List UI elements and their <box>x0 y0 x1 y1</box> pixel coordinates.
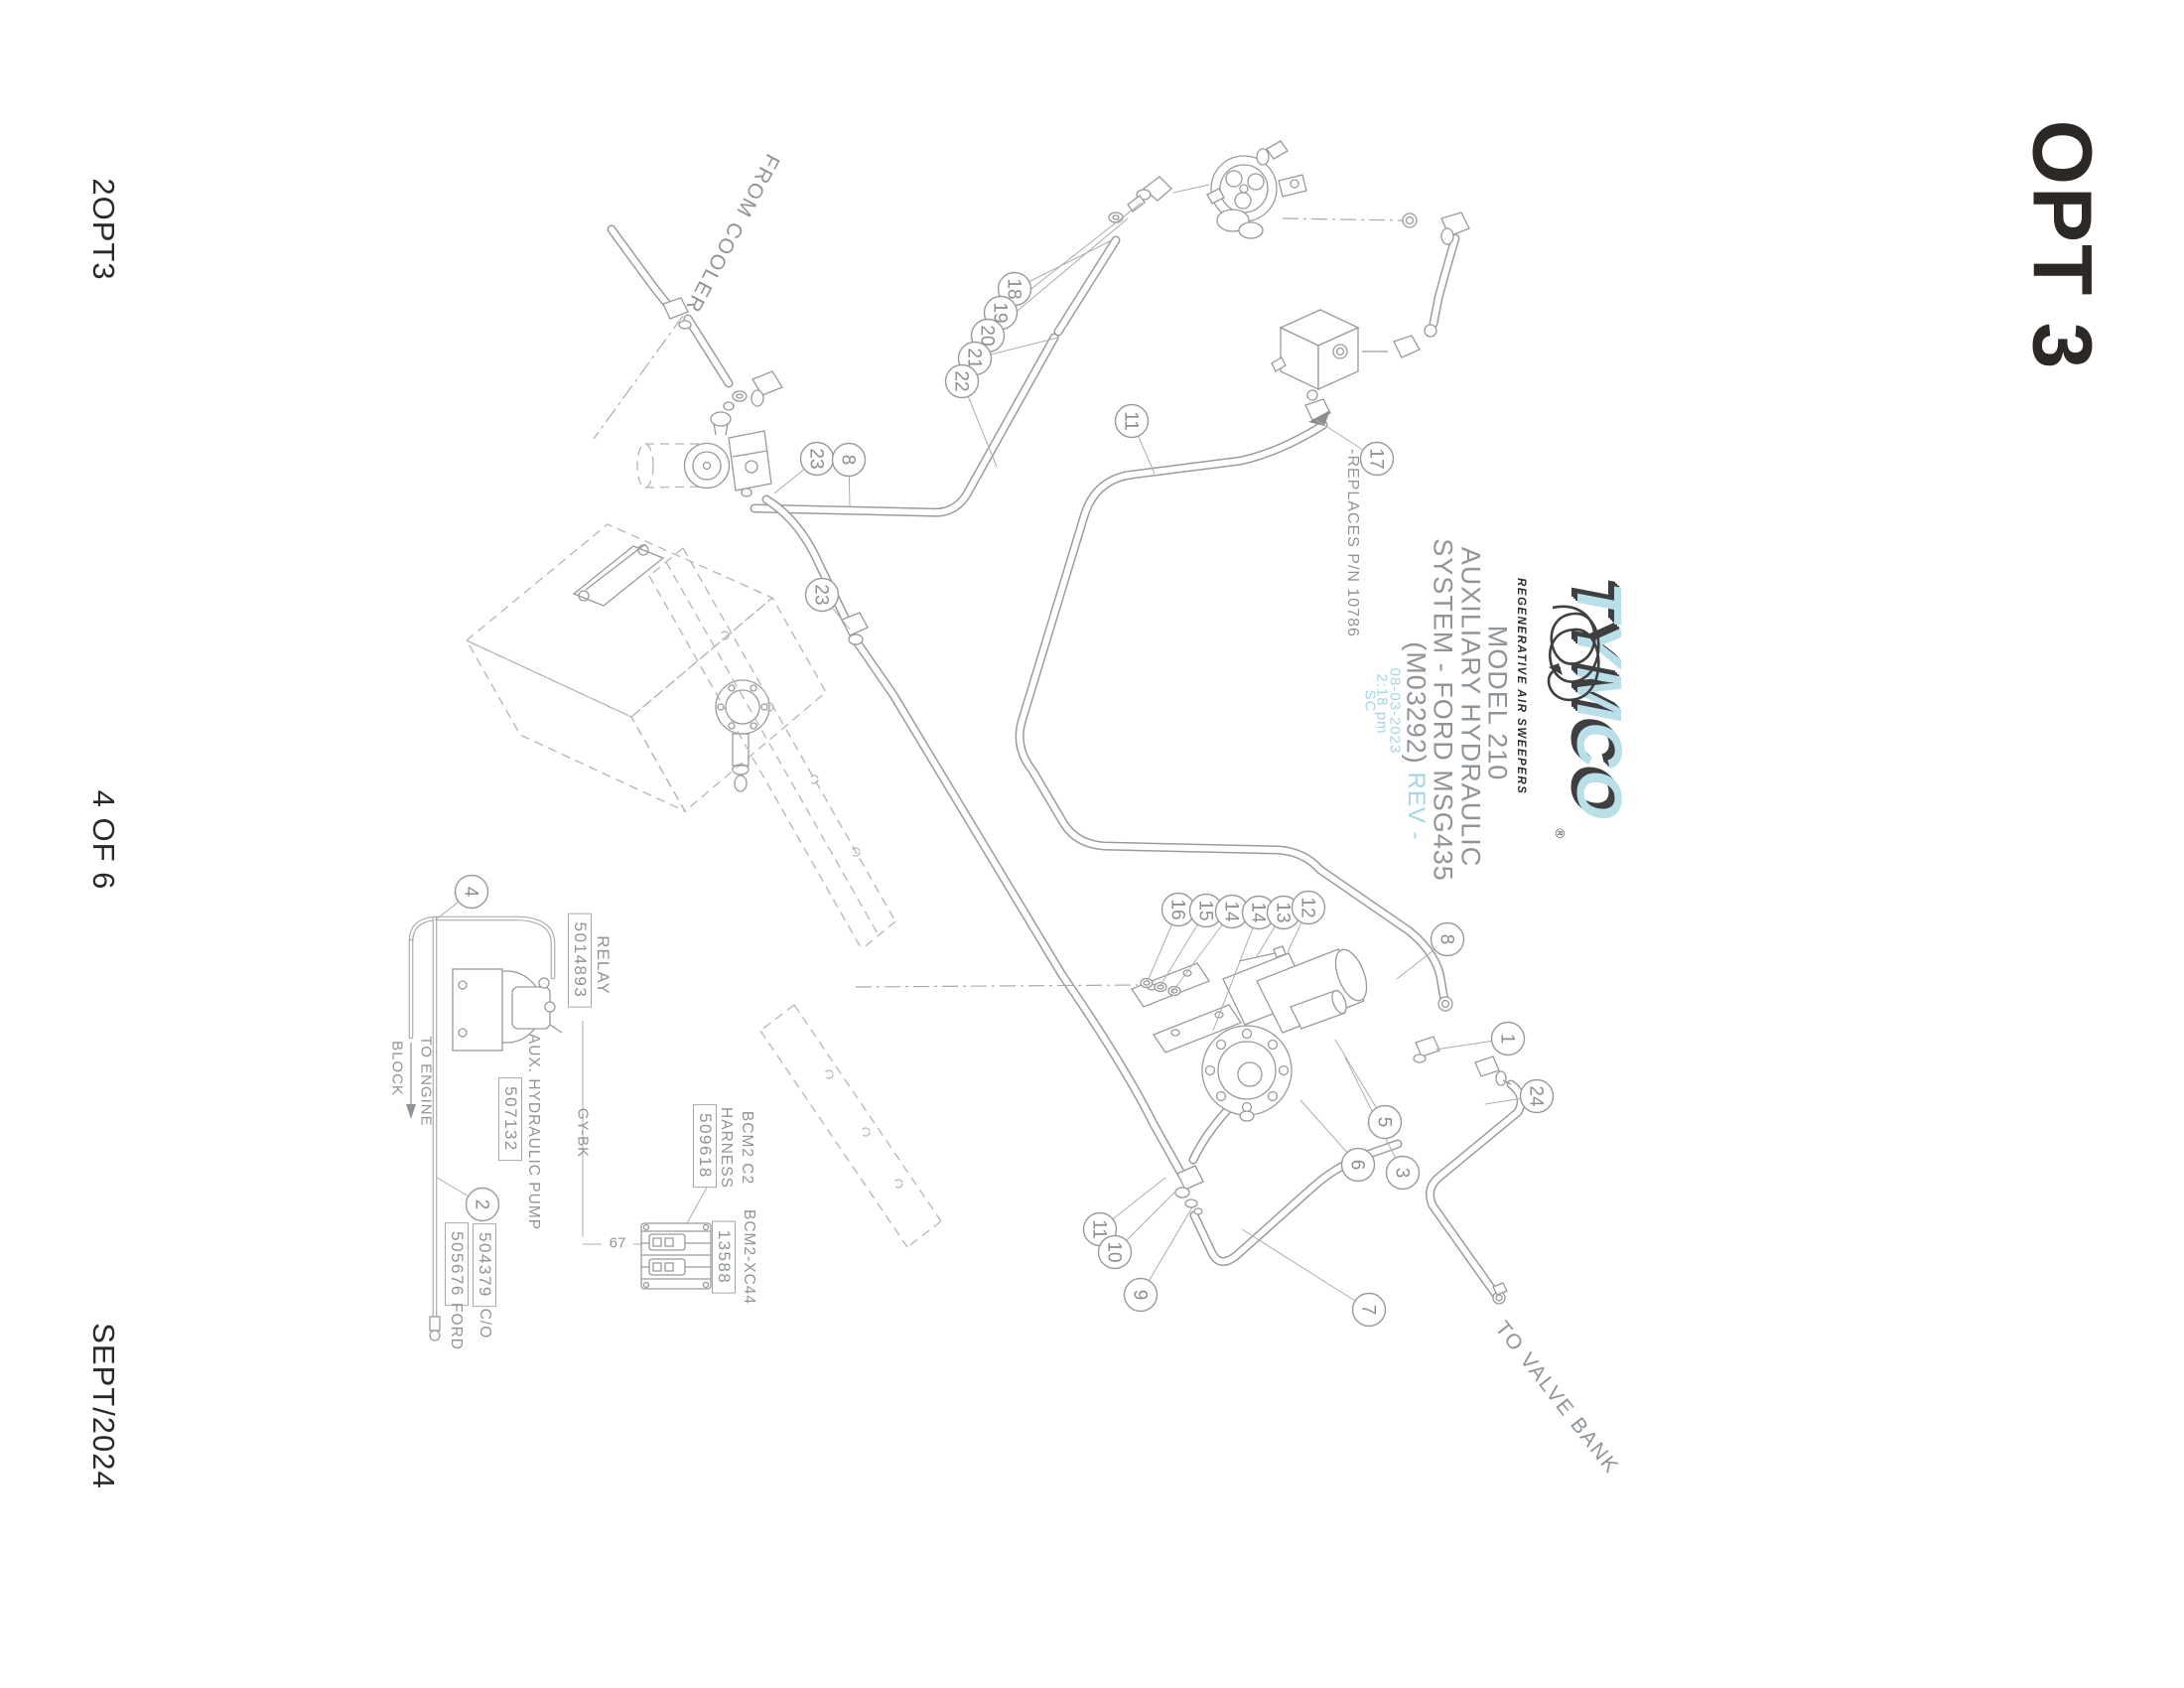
label-pump-co-number: 504379 <box>473 1223 496 1307</box>
balloon-1: 1 <box>1490 1021 1526 1056</box>
label-harness-name-1: BCM2 C2 <box>739 1110 755 1186</box>
svg-text:21: 21 <box>964 348 985 368</box>
title-system-1: AUXILIARY HYDRAULIC <box>1455 546 1486 868</box>
balloon-8: 8 <box>1430 921 1465 957</box>
svg-text:1: 1 <box>1497 1034 1518 1045</box>
svg-text:15: 15 <box>1195 900 1216 920</box>
label-aux-pump-name: AUX. HYDRAULIC PUMP <box>525 1033 542 1231</box>
svg-text:19: 19 <box>990 302 1011 323</box>
power-steering-pump <box>1206 140 1307 239</box>
title-model: MODEL 210 <box>1482 625 1513 781</box>
svg-text:11: 11 <box>1121 411 1142 431</box>
balloon-5: 5 <box>1367 1104 1403 1140</box>
balloon-4: 4 <box>454 874 489 910</box>
logo-spiral-arrow-icon <box>1547 605 1600 702</box>
balloon-3: 3 <box>1385 1155 1421 1191</box>
svg-text:11: 11 <box>1089 1219 1110 1239</box>
balloon-14: 14 <box>1214 894 1250 929</box>
label-harness-number: 509618 <box>693 1104 717 1188</box>
label-to-engine-1: TO ENGINE <box>417 1036 435 1127</box>
label-pin-67: 67 <box>609 1234 626 1252</box>
title-drawing-number: (M03292) <box>1401 641 1432 765</box>
svg-text:14: 14 <box>1248 902 1269 923</box>
svg-text:18: 18 <box>1004 278 1024 299</box>
hydraulic-reservoir <box>465 523 827 813</box>
manifold-block <box>1271 309 1360 426</box>
aux-hydraulic-pump-assembly <box>1131 945 1368 1122</box>
svg-text:12: 12 <box>1297 897 1318 917</box>
oil-filter-assembly <box>636 297 869 645</box>
sheet-date: SEPT/2024 <box>86 1323 121 1489</box>
label-pump-ford-number: 505676 <box>445 1222 469 1306</box>
svg-text:3: 3 <box>1392 1168 1413 1179</box>
svg-text:20: 20 <box>977 325 998 346</box>
label-relay-name: RELAY <box>594 935 613 995</box>
label-harness-name-2: HARNESS <box>718 1107 735 1189</box>
bcm2-module <box>640 1222 712 1290</box>
label-connector-name: BCM2-XC44 <box>741 1209 757 1305</box>
arrow-17 <box>1308 410 1330 426</box>
relay-assembly <box>452 968 563 1052</box>
hose-fittings-bottom <box>1174 996 1512 1305</box>
balloon-23: 23 <box>799 441 835 477</box>
svg-text:4: 4 <box>461 887 481 898</box>
balloon-15: 15 <box>1188 893 1224 928</box>
tymco-logo-tagline: REGENERATIVE AIR SWEEPERS <box>1515 578 1527 795</box>
tymco-logo: TYMCO REGENERATIVE AIR SWEEPERS ® <box>1513 572 1644 838</box>
sheet-number: 4 OF 6 <box>86 789 121 891</box>
registered-mark: ® <box>1553 828 1569 838</box>
balloon-7: 7 <box>1351 1292 1387 1328</box>
balloon-9: 9 <box>1123 1277 1159 1313</box>
label-aux-pump-number: 507132 <box>498 1077 522 1161</box>
balloon-6: 6 <box>1340 1147 1376 1183</box>
svg-text:7: 7 <box>1358 1305 1379 1316</box>
balloon-8: 8 <box>831 442 867 478</box>
label-replaces-note: -REPLACES P/N 10786 <box>1344 449 1361 637</box>
svg-text:23: 23 <box>806 448 827 469</box>
balloon-23: 23 <box>804 577 840 613</box>
corner-code: 2OPT3 <box>86 178 121 281</box>
svg-text:9: 9 <box>1130 1290 1151 1301</box>
title-system-2: SYSTEM - FORD MSG435 <box>1428 538 1458 882</box>
balloon-2: 2 <box>465 1187 500 1222</box>
svg-text:24: 24 <box>1526 1085 1547 1107</box>
svg-text:16: 16 <box>1167 899 1188 919</box>
hose-fittings-top <box>1108 176 1470 358</box>
balloon-24: 24 <box>1519 1078 1555 1114</box>
option-title: OPT 3 <box>2015 119 2110 371</box>
balloon-10: 10 <box>1097 1234 1133 1270</box>
svg-text:8: 8 <box>1436 934 1457 945</box>
balloon-17: 17 <box>1359 441 1395 477</box>
title-revision: REV - <box>1403 772 1430 841</box>
svg-text:10: 10 <box>1104 1241 1125 1262</box>
to-engine-arrow <box>406 1104 416 1119</box>
svg-text:23: 23 <box>811 584 832 605</box>
centerlines <box>593 184 1405 988</box>
label-connector-number: 13588 <box>712 1220 736 1294</box>
label-pump-ford-note: FORD <box>448 1303 465 1350</box>
svg-text:6: 6 <box>1347 1160 1368 1171</box>
label-pump-co-note: C/O <box>477 1308 493 1339</box>
svg-text:2: 2 <box>472 1199 492 1210</box>
label-wire-color: GY-BK <box>574 1107 592 1159</box>
balloon-12: 12 <box>1291 890 1326 925</box>
frame-channel <box>648 547 942 1248</box>
svg-text:13: 13 <box>1273 902 1294 922</box>
label-relay-number: 5014893 <box>568 913 592 1008</box>
label-to-engine-2: BLOCK <box>388 1041 406 1096</box>
balloon-11: 11 <box>1114 403 1150 439</box>
svg-text:14: 14 <box>1221 901 1242 922</box>
svg-text:22: 22 <box>951 370 972 391</box>
svg-text:17: 17 <box>1366 448 1387 469</box>
stamp-initials: SC <box>1361 689 1379 713</box>
svg-text:5: 5 <box>1374 1117 1395 1128</box>
svg-text:8: 8 <box>838 455 859 466</box>
balloon-22: 22 <box>944 363 980 399</box>
